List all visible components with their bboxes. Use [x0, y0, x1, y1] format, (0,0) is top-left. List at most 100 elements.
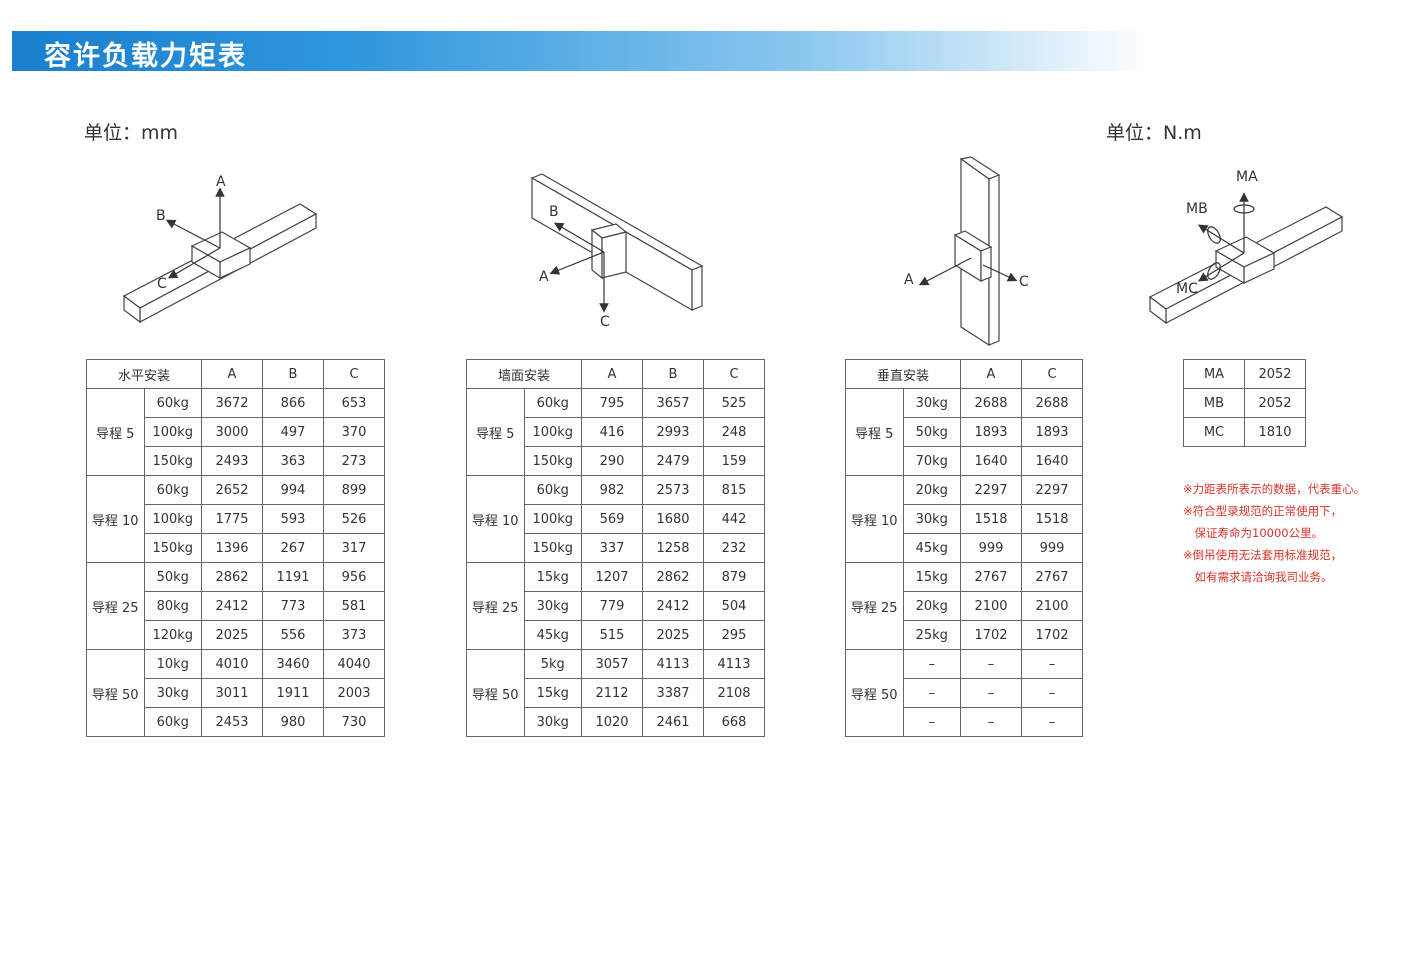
load-cell: 15kg [523, 678, 582, 708]
value-cell: 1191 [262, 562, 324, 592]
note-line: 如有需求请洽询我司业务。 [1183, 570, 1333, 584]
load-cell: 100kg [523, 504, 582, 534]
value-cell: 1518 [1021, 504, 1083, 534]
value-cell: 4040 [323, 649, 385, 679]
value-cell: 2688 [960, 388, 1022, 418]
column-header: C [1021, 359, 1083, 389]
value-cell: 999 [1021, 533, 1083, 563]
value-cell: 370 [323, 417, 385, 447]
value-cell: 2767 [1021, 562, 1083, 592]
value-cell: 2100 [1021, 591, 1083, 621]
column-header: B [642, 359, 704, 389]
lead-group-label: 导程 10 [86, 475, 145, 563]
value-cell: 515 [581, 620, 643, 650]
value-cell: 2862 [642, 562, 704, 592]
table-row: 导程 50––– [845, 649, 1083, 737]
column-header: A [960, 359, 1022, 389]
value-cell: 442 [703, 504, 765, 534]
value-cell: 653 [323, 388, 385, 418]
value-cell: 2412 [642, 591, 704, 621]
axis-label-c: C [1019, 274, 1029, 290]
load-cell: 20kg [902, 475, 961, 505]
moment-label-mb: MB [1186, 201, 1208, 217]
value-cell: 730 [323, 707, 385, 737]
value-cell: 956 [323, 562, 385, 592]
load-cell: 120kg [143, 620, 202, 650]
value-cell: 1775 [201, 504, 263, 534]
value-cell: 879 [703, 562, 765, 592]
mount-type-header: 墙面安装 [466, 359, 582, 389]
value-cell: 2025 [642, 620, 704, 650]
value-cell: 526 [323, 504, 385, 534]
lead-group-label: 导程 5 [86, 388, 145, 476]
value-cell: 2993 [642, 417, 704, 447]
lead-group-label: 导程 25 [466, 562, 525, 650]
value-cell: 795 [581, 388, 643, 418]
value-cell: 982 [581, 475, 643, 505]
value-cell: 497 [262, 417, 324, 447]
value-cell: 569 [581, 504, 643, 534]
axis-label-a: A [539, 269, 549, 285]
load-cell: 100kg [523, 417, 582, 447]
load-cell: 30kg [902, 388, 961, 418]
value-cell: 773 [262, 591, 324, 621]
title-banner: 容许负载力矩表 [12, 31, 1152, 72]
table-row: ––– [846, 707, 1083, 737]
load-cell: 30kg [523, 591, 582, 621]
lead-group-label: 导程 5 [845, 388, 904, 476]
value-cell: 3460 [262, 649, 324, 679]
moment-value: 2052 [1244, 359, 1306, 389]
value-cell: – [1021, 678, 1083, 708]
lead-group-label: 导程 10 [845, 475, 904, 563]
value-cell: 4010 [201, 649, 263, 679]
moment-table: MA 2052 MB 2052 MC 1810 [1183, 359, 1306, 447]
value-cell: 668 [703, 707, 765, 737]
value-cell: 2108 [703, 678, 765, 708]
mount-type-header: 水平安装 [86, 359, 202, 389]
value-cell: – [1021, 649, 1083, 679]
unit-label-mm: 单位：mm [84, 122, 179, 144]
load-cell: 60kg [143, 475, 202, 505]
load-cell: 70kg [902, 446, 961, 476]
axis-label-b: B [549, 204, 559, 220]
load-cell: 30kg [523, 707, 582, 737]
value-cell: 2688 [1021, 388, 1083, 418]
mount-type-header: 垂直安装 [845, 359, 961, 389]
value-cell: 1207 [581, 562, 643, 592]
load-cell: 45kg [523, 620, 582, 650]
value-cell: 1893 [1021, 417, 1083, 447]
moment-label-mc: MC [1176, 281, 1198, 297]
page-title: 容许负载力矩表 [44, 41, 247, 72]
load-cell: 10kg [143, 649, 202, 679]
value-cell: 4113 [642, 649, 704, 679]
load-cell: 50kg [902, 417, 961, 447]
value-cell: 556 [262, 620, 324, 650]
lead-group-label: 导程 5 [466, 388, 525, 476]
value-cell: 4113 [703, 649, 765, 679]
value-cell: 363 [262, 446, 324, 476]
lead-group-label: 导程 50 [845, 649, 904, 737]
value-cell: 159 [703, 446, 765, 476]
note-line: ※力距表所表示的数据，代表重心。 [1183, 482, 1366, 496]
value-cell: 1020 [581, 707, 643, 737]
value-cell: 2453 [201, 707, 263, 737]
value-cell: 815 [703, 475, 765, 505]
value-cell: 2461 [642, 707, 704, 737]
load-cell: 20kg [902, 591, 961, 621]
